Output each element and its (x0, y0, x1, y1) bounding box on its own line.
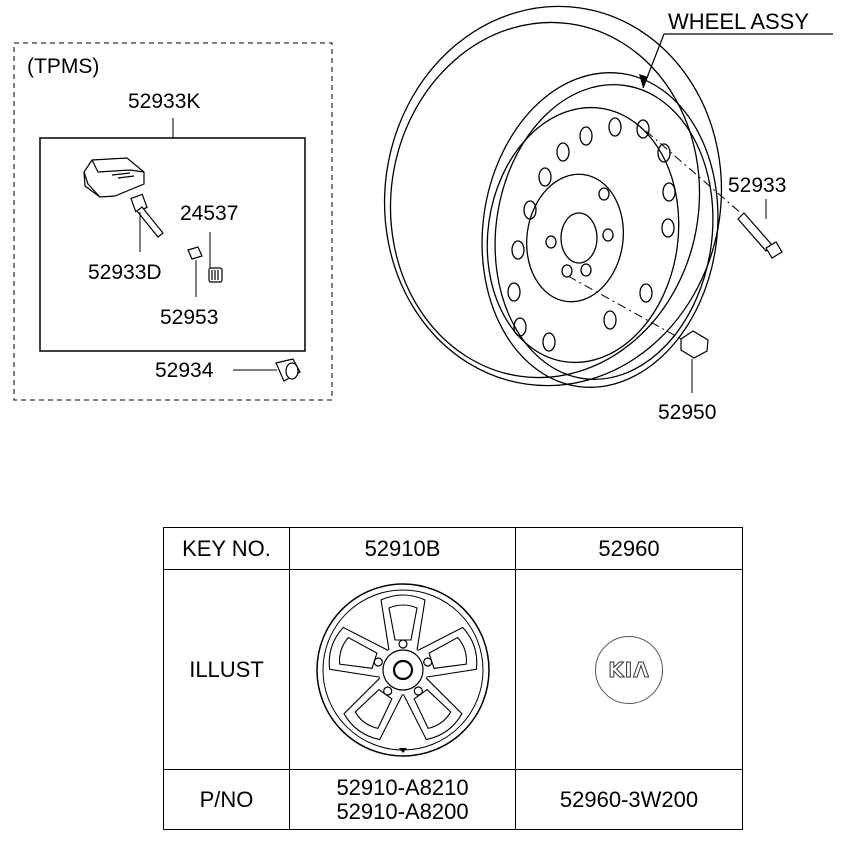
callout-52950: 52950 (658, 401, 717, 424)
callout-52933d: 52933D (88, 261, 162, 284)
table-row: P/NO 52910-A8210 52910-A8200 52960-3W200 (163, 769, 743, 830)
illust-label: ILLUST (163, 569, 290, 770)
alloy-wheel-icon (315, 582, 490, 757)
parts-table: KEY NO. 52910B 52960 ILLUST (163, 527, 743, 830)
key-no-header: KEY NO. (163, 527, 290, 570)
tpms-sensor-icon (83, 157, 145, 198)
wheel-cover-illust-cell (289, 569, 516, 770)
callout-52933: 52933 (728, 174, 787, 197)
callout-52933k: 52933K (128, 90, 201, 113)
kia-emblem: KIΛ (595, 635, 663, 704)
pno-value: 52910-A8210 (336, 775, 469, 801)
valve-core-icon (187, 232, 211, 270)
callout-52953: 52953 (160, 306, 219, 329)
leader-wheel-assy (642, 33, 833, 89)
col-52910b-header: 52910B (289, 527, 516, 570)
callout-wheel-assy: WHEEL ASSY (668, 9, 810, 34)
pno-value: 52910-A8200 (336, 798, 469, 824)
table-row: ILLUST (163, 569, 743, 770)
pno-label: P/NO (163, 769, 290, 830)
kia-logo-text: KIΛ (608, 657, 650, 682)
tpms-group-title: (TPMS) (27, 55, 100, 78)
lug-nut-icon (680, 330, 709, 393)
emblem-illust-cell: KIΛ (515, 569, 743, 770)
steel-wheel-icon (383, 5, 723, 388)
col2-pno-cell: 52960-3W200 (515, 769, 743, 830)
col-52960-header: 52960 (515, 527, 743, 570)
tpms-group-box (13, 42, 333, 401)
nut-icon (195, 260, 223, 297)
callout-52934: 52934 (155, 359, 214, 382)
callout-24537: 24537 (180, 202, 239, 225)
valve-cap-icon (233, 358, 301, 382)
tire-valve-icon (737, 199, 783, 259)
valve-stem-icon (130, 193, 164, 252)
table-row: KEY NO. 52910B 52960 (163, 527, 743, 570)
col1-pno-cell: 52910-A8210 52910-A8200 (289, 769, 516, 830)
